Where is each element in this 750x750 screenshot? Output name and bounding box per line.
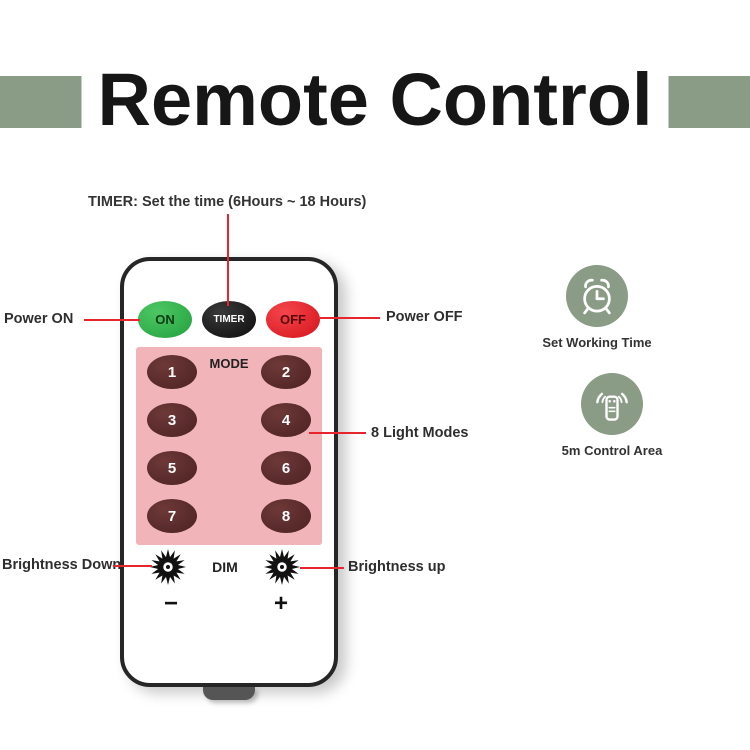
mode-button-6: 6 (261, 451, 311, 485)
mode-button-7: 7 (147, 499, 197, 533)
feature-set-working-time: Set Working Time (532, 265, 662, 350)
timer-annotation: TIMER: Set the time (6Hours ~ 18 Hours) (88, 194, 367, 210)
light-modes-label: 8 Light Modes (371, 425, 469, 441)
brightness-up-label: Brightness up (348, 559, 446, 575)
power-on-label: Power ON (4, 311, 74, 327)
power-off-label: Power OFF (386, 309, 463, 325)
feature-control-area: 5m Control Area (547, 373, 677, 458)
remote-bottom-tab (203, 687, 255, 700)
power-button-row: ON TIMER OFF (138, 301, 320, 338)
mode-button-4: 4 (261, 403, 311, 437)
callout-line-brightness-up (300, 567, 344, 569)
mode-button-8: 8 (261, 499, 311, 533)
feature-label: Set Working Time (542, 335, 652, 350)
mode-label: MODE (209, 356, 249, 371)
mode-button-grid: 1 2 3 4 5 6 7 8 (147, 355, 311, 533)
dim-step-row: − + (164, 591, 288, 617)
mode-button-3: 3 (147, 403, 197, 437)
mode-panel: MODE 1 2 3 4 5 6 7 8 (136, 347, 322, 545)
minus-label: − (164, 590, 179, 617)
callout-line-power-on (84, 319, 140, 321)
brightness-down-label: Brightness Down (2, 557, 122, 573)
remote-signal-icon (581, 373, 643, 435)
mode-button-1: 1 (147, 355, 197, 389)
callout-line-brightness-down (113, 565, 152, 567)
alarm-clock-icon (566, 265, 628, 327)
callout-line-light-modes (309, 432, 366, 434)
brightness-down-sun-icon (150, 549, 186, 585)
dim-label: DIM (212, 559, 238, 575)
title-box: Remote Control (81, 52, 669, 148)
remote-control: ON TIMER OFF MODE 1 2 3 4 5 6 7 8 (120, 257, 338, 700)
page-title: Remote Control (97, 58, 653, 141)
feature-label: 5m Control Area (561, 443, 663, 458)
off-button: OFF (266, 301, 320, 338)
mode-button-5: 5 (147, 451, 197, 485)
mode-button-2: 2 (261, 355, 311, 389)
callout-line-timer (227, 214, 229, 306)
timer-button: TIMER (202, 301, 256, 338)
callout-line-power-off (320, 317, 380, 319)
dim-row: DIM (150, 549, 300, 585)
on-button: ON (138, 301, 192, 338)
brightness-up-sun-icon (263, 549, 300, 585)
plus-label: + (273, 590, 288, 617)
